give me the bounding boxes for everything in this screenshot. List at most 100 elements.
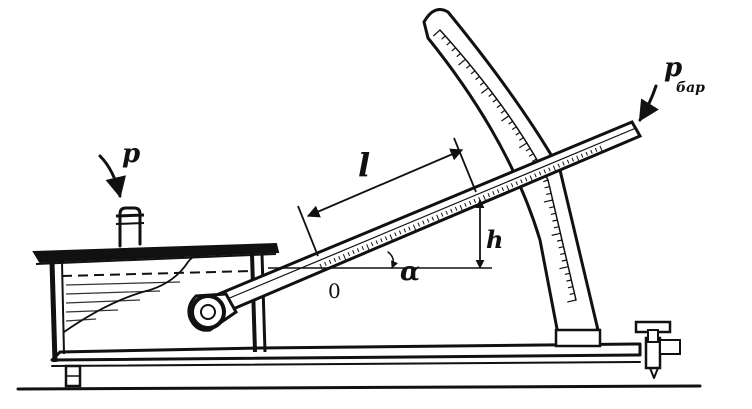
tube-tick (487, 193, 491, 198)
scale-tick (559, 266, 569, 270)
tube-tick (380, 238, 383, 243)
tube-tick (562, 161, 565, 166)
tube-tick (389, 234, 394, 242)
tube-tick (496, 189, 500, 194)
scale-tick (518, 142, 528, 149)
scale-tick (566, 279, 572, 282)
pressure-arrow-p (98, 154, 126, 199)
tube-tick (492, 191, 495, 196)
tube-tick (319, 263, 324, 271)
tube-tick (534, 173, 537, 178)
label-h: h (486, 225, 503, 254)
tube-tick (394, 232, 397, 237)
scale-tick (552, 219, 558, 222)
scale-tick (479, 81, 485, 86)
tube-scale-ticks (319, 145, 604, 271)
tube-tick (543, 169, 547, 174)
tube-tick (412, 224, 417, 232)
tube-tick (571, 157, 575, 162)
tube-tick (552, 165, 557, 173)
scale-tick (515, 131, 521, 136)
scale-tick (475, 76, 480, 81)
scale-tick (549, 206, 555, 209)
scale-tick (569, 292, 575, 296)
scale-tick (501, 115, 510, 122)
scale-tick (567, 286, 574, 289)
scale-tick (558, 246, 564, 249)
tube-tick (328, 259, 332, 264)
scale-tick (432, 29, 441, 37)
tube-tick (576, 155, 580, 163)
scale-tick (525, 147, 531, 152)
tube-tick (333, 257, 337, 262)
tube-tick (501, 187, 505, 192)
scale-tick (531, 158, 537, 163)
scale-tick (550, 212, 556, 216)
tube-tick (585, 151, 589, 156)
tube-tick (557, 163, 561, 168)
tube-tick (510, 183, 514, 188)
angle-arc (387, 251, 398, 269)
tube-tick (398, 230, 402, 235)
tube-tick (538, 171, 542, 176)
scale-tick (451, 47, 456, 52)
scale-tick (496, 104, 502, 109)
scale-tick (518, 137, 524, 141)
tube-tick (580, 153, 584, 158)
tube-tick (422, 220, 425, 225)
tube-tick (417, 222, 421, 227)
tube-tick (384, 236, 388, 241)
scale-tick (441, 35, 446, 40)
tube-tick (370, 242, 374, 247)
scale-tick (500, 109, 506, 114)
scale-tick (488, 93, 494, 98)
tube-tick (594, 147, 598, 152)
scale-tick (553, 226, 560, 229)
scale-tick (470, 70, 476, 75)
label-zero: 0 (328, 279, 341, 303)
base-plate (50, 320, 681, 388)
tube-tick (515, 181, 519, 186)
tube-tick (426, 218, 430, 223)
tube-tick (599, 145, 604, 153)
scale-tick (564, 272, 570, 276)
tube-tick (590, 149, 593, 154)
tube-tick (431, 216, 435, 221)
label-p-bar: p (664, 53, 682, 83)
scale-tick (567, 299, 577, 303)
scale-tick (556, 239, 563, 242)
scale-tick (544, 186, 550, 189)
tube-tick (524, 177, 528, 182)
reservoir-vessel (32, 206, 280, 363)
scale-tick (456, 53, 461, 58)
tube-tick (408, 226, 411, 231)
scale-tick (551, 232, 561, 236)
tube-tick (468, 200, 472, 205)
scale-tick (528, 153, 534, 157)
label-l: l (358, 146, 370, 184)
ground-line (16, 384, 702, 391)
scale-tick (508, 120, 514, 125)
tube-tick (361, 246, 365, 251)
scale-tick (458, 58, 466, 66)
label-p: p (122, 139, 140, 169)
scale-tick (543, 179, 549, 183)
scale-tick (560, 252, 566, 256)
tube-tick (324, 261, 327, 266)
tube-tick (347, 252, 351, 257)
tube-tick (464, 202, 467, 207)
tube-tick (375, 240, 379, 245)
tube-tick (366, 244, 370, 251)
scale-tick (543, 199, 553, 203)
tube-tick (352, 250, 355, 255)
pressure-arrow-pbar (638, 84, 659, 122)
tube-tick (548, 167, 551, 172)
tube-tick (520, 179, 523, 184)
tube-tick (566, 159, 570, 164)
scale-tick (465, 64, 471, 69)
scale-tick (511, 126, 517, 131)
label-alpha: α (400, 257, 420, 287)
tube-tick (529, 175, 534, 183)
scale-tick (546, 192, 552, 196)
